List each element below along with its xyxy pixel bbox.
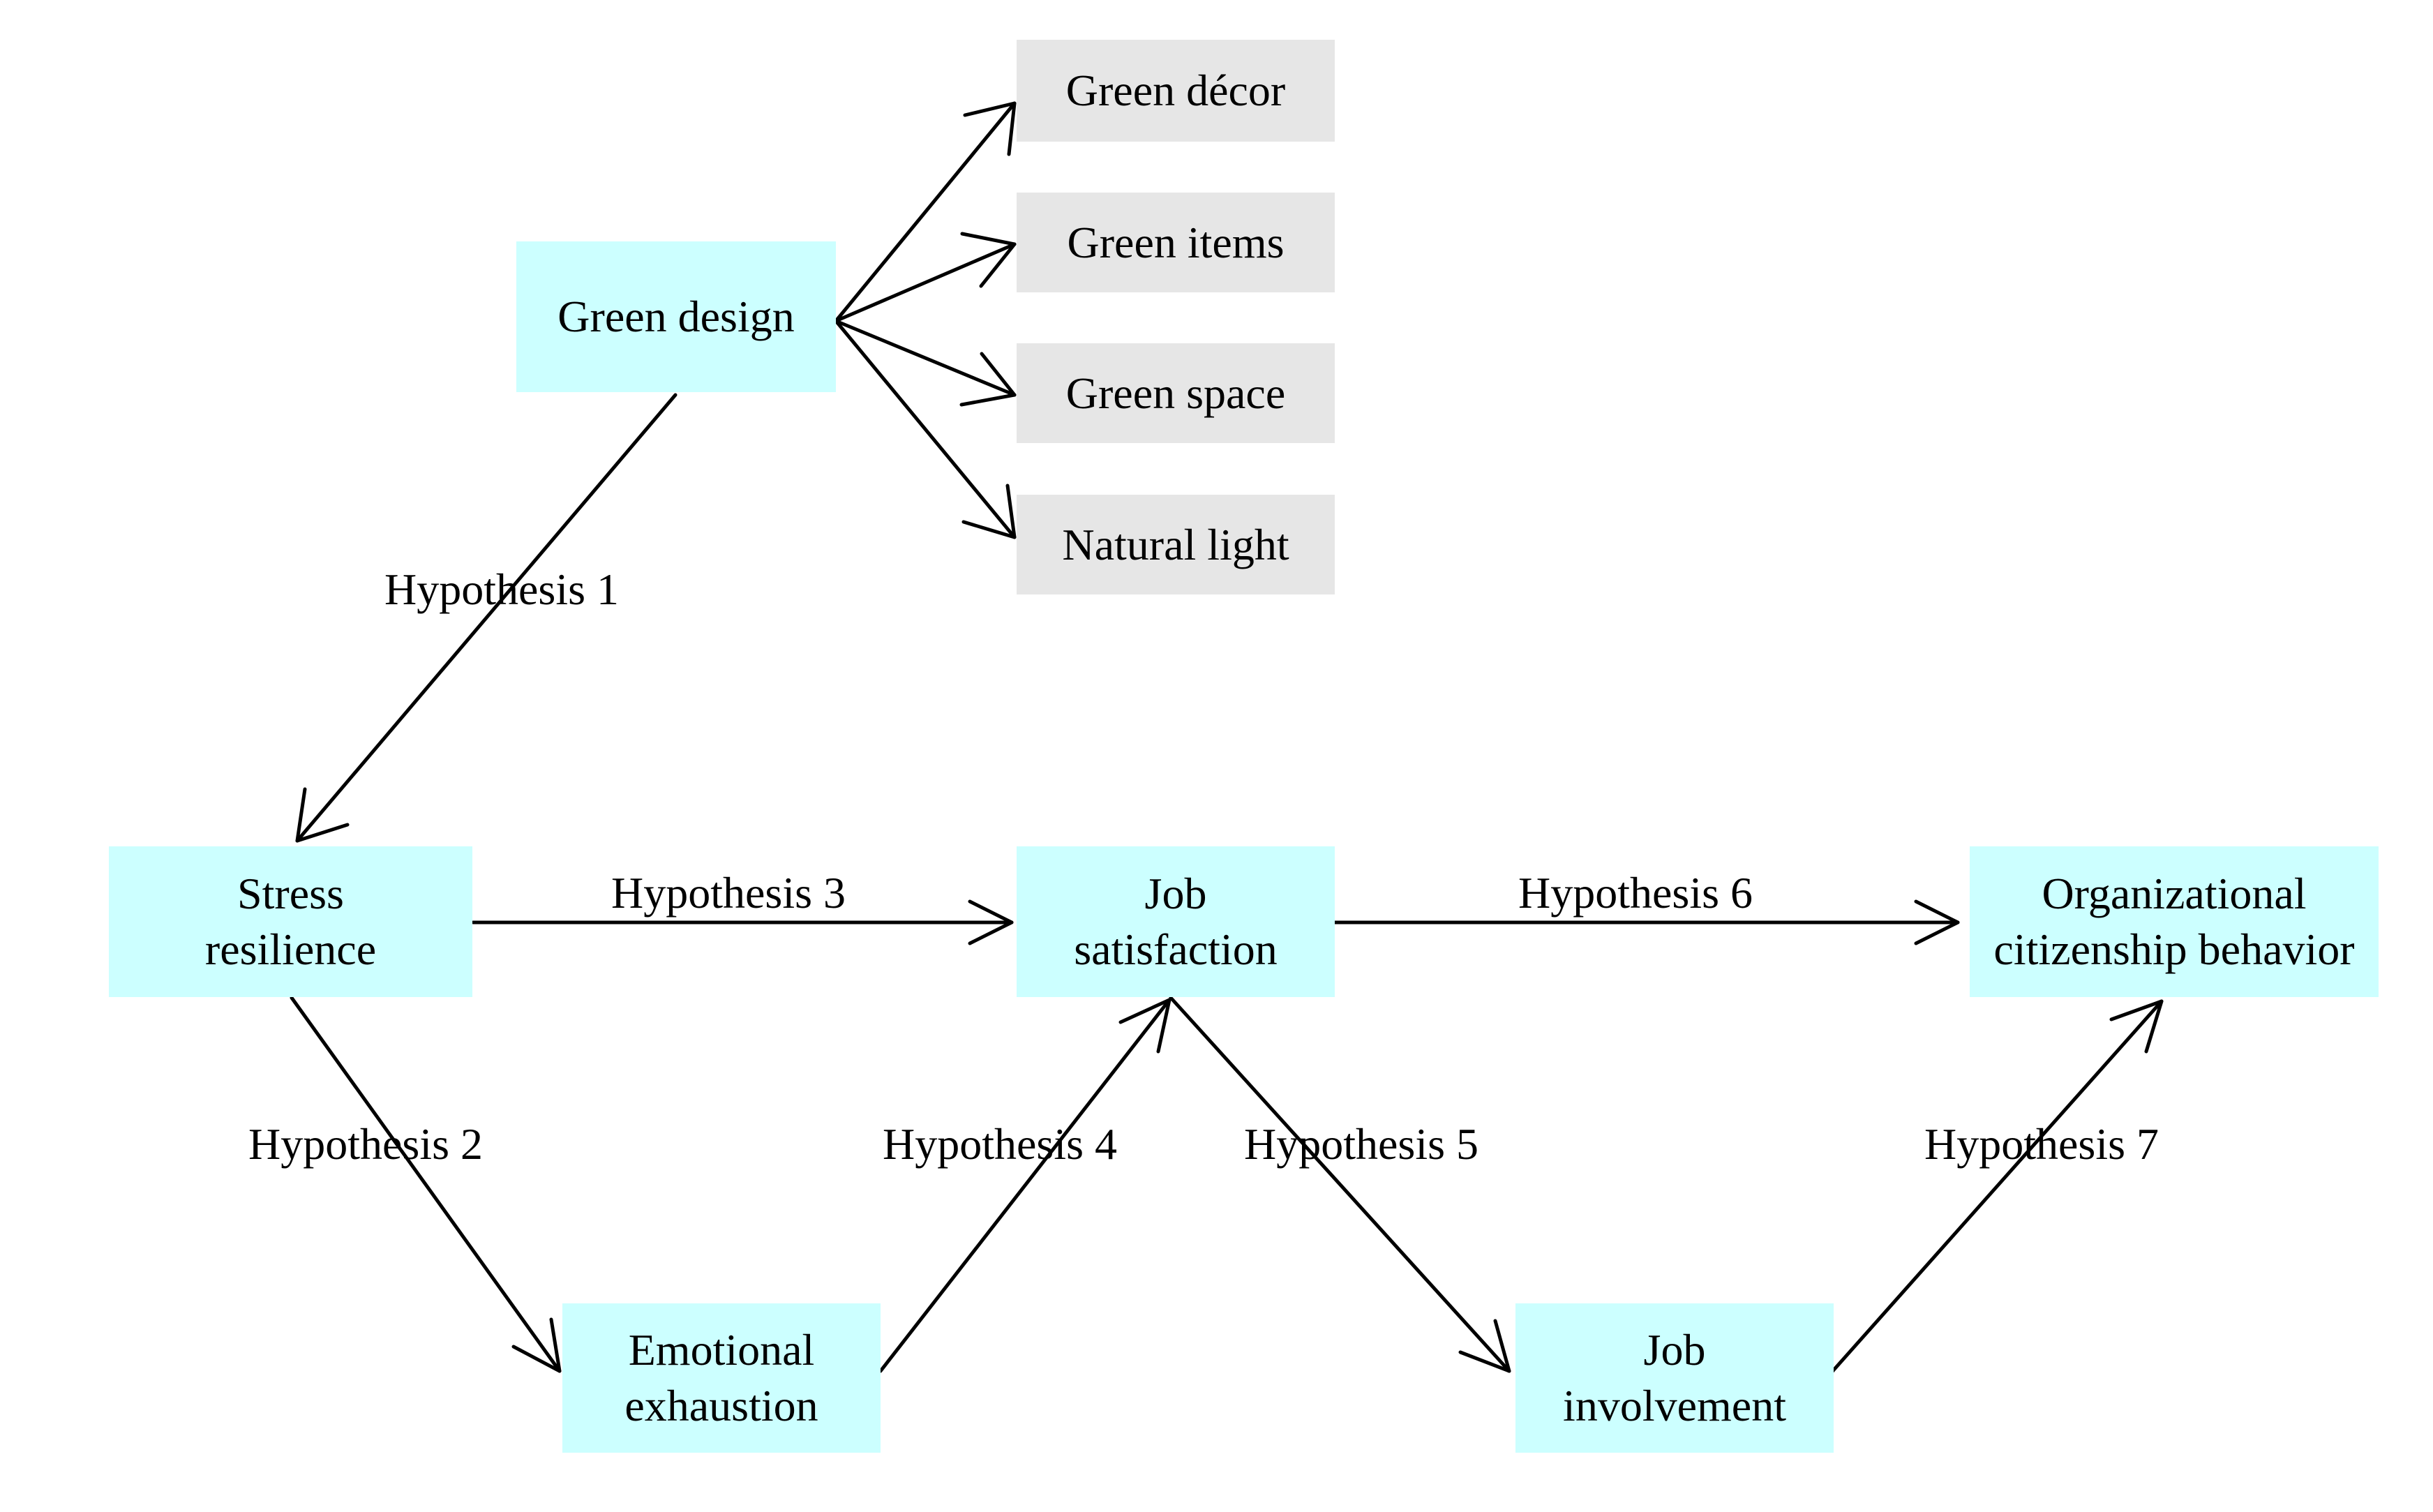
node-emotional-exhaustion-line2: exhaustion bbox=[624, 1381, 818, 1430]
arrowhead-natural-light bbox=[961, 484, 1017, 539]
arrow-h7 bbox=[1829, 999, 2164, 1375]
arrow-h2 bbox=[290, 996, 562, 1373]
node-green-space: Green space bbox=[1017, 343, 1335, 443]
arrow-h1 bbox=[295, 393, 678, 843]
node-ocb-line2: citizenship behavior bbox=[1993, 925, 2355, 974]
node-job-satisfaction-line2: satisfaction bbox=[1074, 925, 1278, 974]
arrow-green-design-to-natural-light bbox=[834, 319, 1017, 539]
node-natural-light: Natural light bbox=[1017, 495, 1335, 594]
node-green-design: Green design bbox=[516, 241, 836, 392]
arrowhead-green-space bbox=[959, 352, 1017, 407]
node-ocb: Organizational citizenship behavior bbox=[1970, 846, 2379, 997]
node-emotional-exhaustion-line1: Emotional bbox=[628, 1325, 815, 1375]
node-green-decor-label: Green décor bbox=[1065, 66, 1286, 115]
arrowhead-h1 bbox=[295, 787, 350, 843]
node-green-space-label: Green space bbox=[1065, 368, 1286, 418]
arrowhead-h2 bbox=[511, 1317, 562, 1373]
node-green-items: Green items bbox=[1017, 193, 1335, 292]
arrow-green-design-to-green-space bbox=[834, 319, 1017, 397]
node-stress-resilience-line1: Stress bbox=[237, 869, 344, 918]
arrowhead-h4 bbox=[1118, 998, 1171, 1054]
arrow-h4 bbox=[878, 998, 1171, 1373]
arrowhead-h3 bbox=[968, 899, 1014, 945]
node-job-involvement: Job involvement bbox=[1515, 1303, 1834, 1453]
node-job-involvement-line2: involvement bbox=[1563, 1381, 1786, 1430]
arrowhead-green-items bbox=[960, 232, 1017, 288]
arrow-h5 bbox=[1169, 996, 1511, 1373]
arrowhead-h7 bbox=[2109, 999, 2164, 1054]
label-hypothesis-5: Hypothesis 5 bbox=[1244, 1119, 1478, 1169]
node-green-design-label: Green design bbox=[557, 292, 795, 341]
node-green-items-label: Green items bbox=[1067, 217, 1285, 267]
label-hypothesis-3: Hypothesis 3 bbox=[611, 868, 846, 918]
arrow-green-design-to-green-items bbox=[834, 242, 1017, 323]
node-emotional-exhaustion: Emotional exhaustion bbox=[562, 1303, 881, 1453]
arrowhead-h5 bbox=[1458, 1319, 1511, 1373]
label-hypothesis-6: Hypothesis 6 bbox=[1518, 868, 1753, 918]
arrowhead-green-decor bbox=[963, 101, 1017, 156]
node-job-involvement-line1: Job bbox=[1643, 1325, 1706, 1375]
node-job-satisfaction: Job satisfaction bbox=[1017, 846, 1335, 997]
label-hypothesis-2: Hypothesis 2 bbox=[248, 1119, 483, 1169]
node-stress-resilience-line2: resilience bbox=[204, 925, 377, 974]
node-stress-resilience: Stress resilience bbox=[109, 846, 472, 997]
arrowhead-h6 bbox=[1914, 899, 1960, 945]
node-natural-light-label: Natural light bbox=[1062, 519, 1289, 569]
node-ocb-line1: Organizational bbox=[2042, 869, 2307, 918]
label-hypothesis-1: Hypothesis 1 bbox=[384, 564, 619, 614]
label-hypothesis-7: Hypothesis 7 bbox=[1924, 1119, 2159, 1169]
node-green-decor: Green décor bbox=[1017, 40, 1335, 142]
arrow-green-design-to-green-decor bbox=[834, 101, 1017, 323]
label-hypothesis-4: Hypothesis 4 bbox=[883, 1119, 1117, 1169]
node-job-satisfaction-line1: Job bbox=[1144, 869, 1207, 918]
